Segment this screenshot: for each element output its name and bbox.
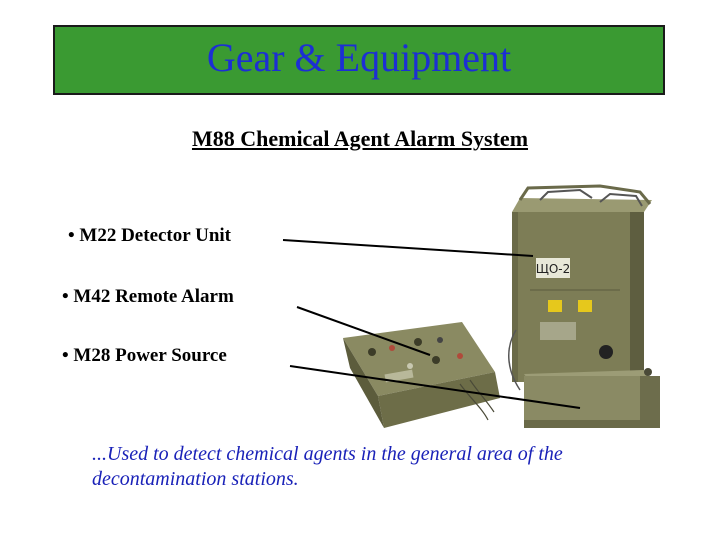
bullet-text: M22 Detector Unit <box>79 225 231 246</box>
slide-title: Gear & Equipment <box>206 35 512 80</box>
slide-caption: ...Used to detect chemical agents in the… <box>92 443 563 490</box>
m42-remote-alarm-box <box>343 322 500 428</box>
bullet-m22-detector: • M22 Detector Unit <box>68 225 231 247</box>
leader-line-m28 <box>289 365 581 409</box>
slide-subtitle: M88 Chemical Agent Alarm System <box>191 126 529 151</box>
bullet-marker: • <box>62 286 69 307</box>
m28-power-source <box>524 368 660 428</box>
bullet-m42-remote-alarm: • M42 Remote Alarm <box>62 286 234 308</box>
bullet-marker: • <box>62 345 69 366</box>
unit-label: ЩО-2 <box>536 262 571 276</box>
bullet-text: M28 Power Source <box>73 345 227 366</box>
leader-line-m42 <box>296 306 431 356</box>
bullet-text: M42 Remote Alarm <box>73 286 234 307</box>
bullet-marker: • <box>68 225 75 246</box>
bullet-m28-power-source: • M28 Power Source <box>62 345 227 367</box>
m22-detector-unit: ЩО-2 <box>508 184 652 391</box>
leader-line-m22 <box>282 239 534 257</box>
title-banner: Gear & Equipment <box>53 25 665 95</box>
